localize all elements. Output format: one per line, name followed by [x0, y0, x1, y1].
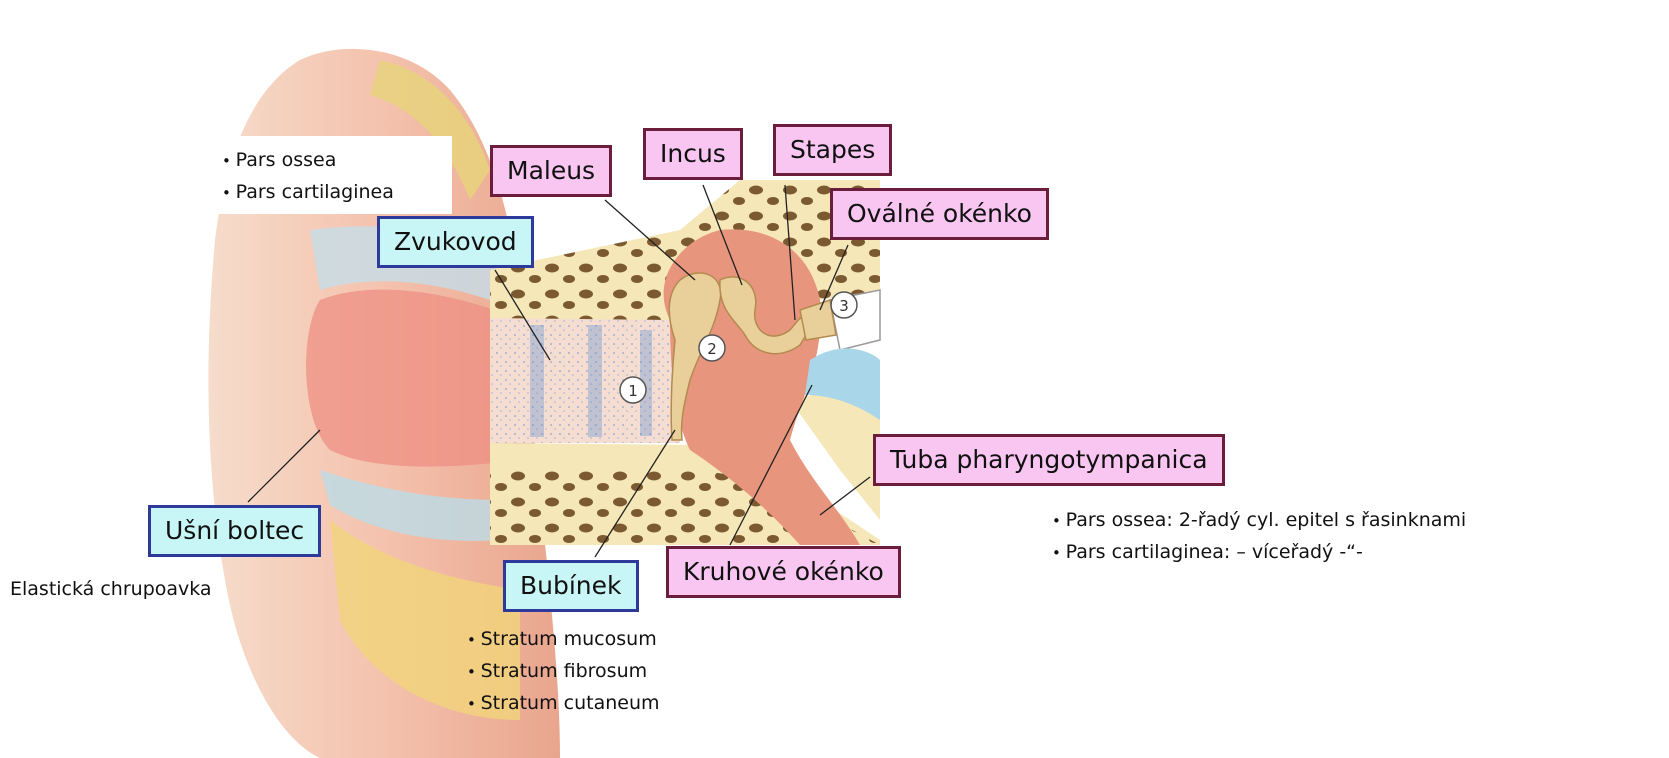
label-incus-text: Incus [660, 139, 726, 168]
eardrum-note-item: Stratum cutaneum [467, 688, 660, 720]
eardrum-note-item: Stratum mucosum [467, 624, 660, 656]
marker-3: 3 [831, 292, 857, 318]
label-tuba-text: Tuba pharyngotympanica [890, 445, 1208, 474]
ear-canal-shape [490, 318, 680, 443]
canal-note-item: Pars ossea [222, 145, 394, 177]
eardrum-note-item: Stratum fibrosum [467, 656, 660, 688]
label-round-window: Kruhové okénko [666, 546, 901, 598]
label-bubinek-text: Bubínek [520, 571, 622, 600]
canal-note-item: Pars cartilaginea [222, 177, 394, 209]
label-usni-boltec: Ušní boltec [148, 505, 321, 557]
label-zvukovod-text: Zvukovod [394, 227, 517, 256]
auricle-note-text: Elastická chrupoavka [10, 578, 212, 600]
marker-1-text: 1 [628, 382, 638, 400]
label-oval-window: Oválné okénko [830, 188, 1049, 240]
label-bubinek: Bubínek [503, 560, 639, 612]
label-stapes: Stapes [773, 124, 892, 176]
tuba-notes: Pars ossea: 2-řadý cyl. epitel s řasinkn… [1052, 505, 1466, 569]
label-usni-boltec-text: Ušní boltec [165, 516, 304, 545]
marker-3-text: 3 [839, 297, 849, 315]
label-tuba: Tuba pharyngotympanica [873, 434, 1225, 486]
label-zvukovod: Zvukovod [377, 216, 534, 268]
marker-2-text: 2 [707, 340, 717, 358]
label-oval-window-text: Oválné okénko [847, 199, 1032, 228]
marker-1: 1 [620, 377, 646, 403]
canal-notes: Pars ossea Pars cartilaginea [222, 145, 394, 209]
eardrum-notes: Stratum mucosum Stratum fibrosum Stratum… [467, 624, 660, 720]
label-maleus-text: Maleus [507, 156, 595, 185]
auricle-note: Elastická chrupoavka [10, 574, 212, 605]
tuba-note-item: Pars ossea: 2-řadý cyl. epitel s řasinkn… [1052, 505, 1466, 537]
label-round-window-text: Kruhové okénko [683, 557, 884, 586]
marker-2: 2 [699, 335, 725, 361]
label-stapes-text: Stapes [790, 135, 875, 164]
label-maleus: Maleus [490, 145, 612, 197]
label-incus: Incus [643, 128, 743, 180]
tuba-note-item: Pars cartilaginea: – víceřadý -“- [1052, 537, 1466, 569]
